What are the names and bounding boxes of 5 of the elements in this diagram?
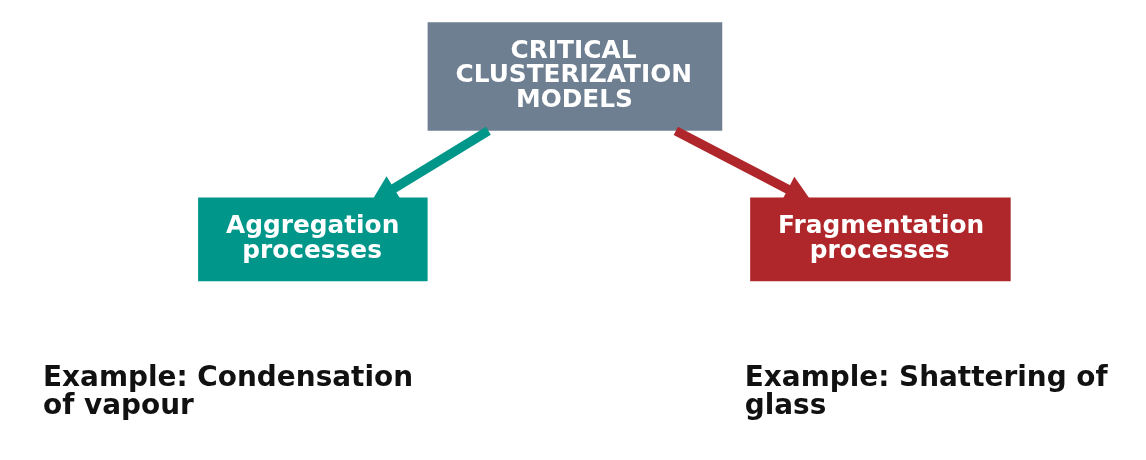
- node-box: CRITICAL CLUSTERIZATION MODELS: [427, 22, 723, 131]
- node-box: Fragmentation processes: [750, 197, 1011, 282]
- node-label: Example: Condensation of vapour: [43, 359, 414, 421]
- node-box: Aggregation processes: [198, 197, 428, 282]
- node-label: Example: Shattering of glass: [744, 359, 1108, 421]
